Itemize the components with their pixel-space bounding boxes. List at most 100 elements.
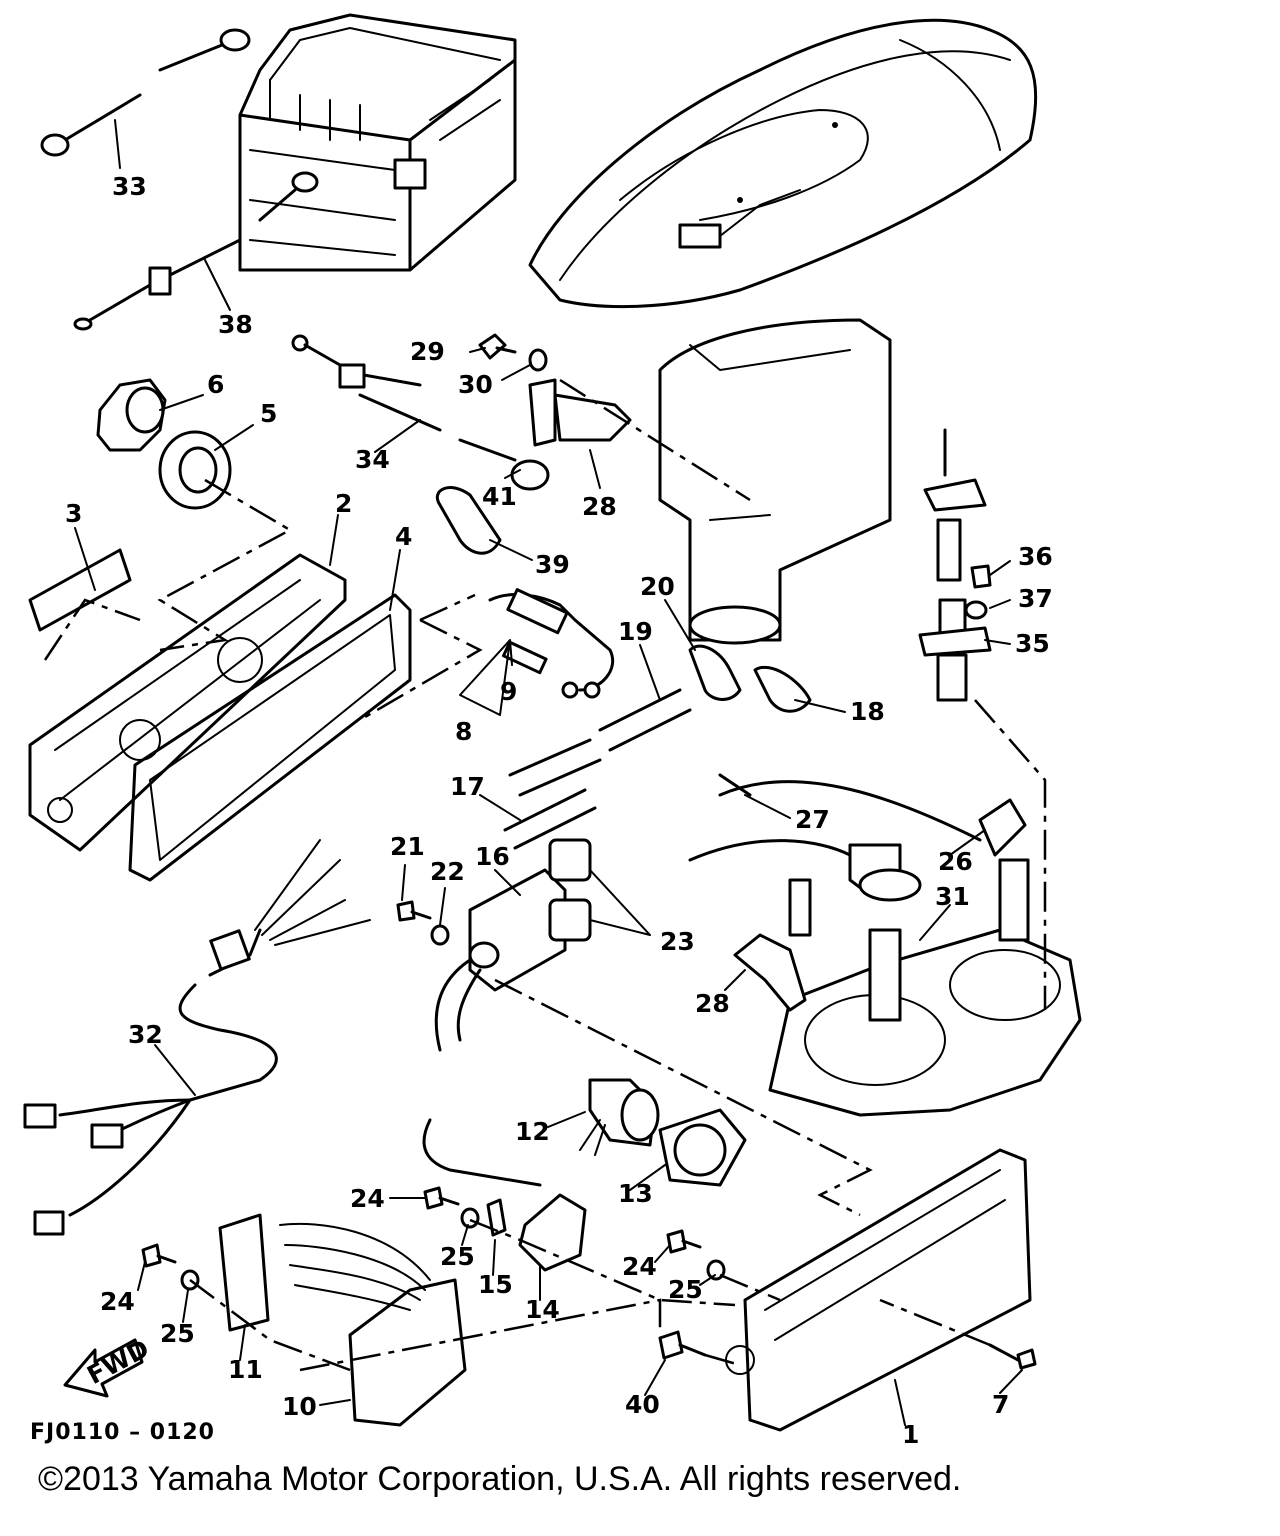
fwd-arrow-icon: FWD — [63, 1334, 154, 1398]
callout-40: 40 — [625, 1390, 660, 1419]
washer-25-mid — [460, 1207, 480, 1229]
callout-2: 2 — [335, 489, 352, 518]
callout-18: 18 — [850, 697, 885, 726]
cylinder-head — [768, 928, 1082, 1117]
clamp-18 — [753, 665, 812, 713]
hose-19 — [598, 688, 692, 752]
callout-41: 41 — [482, 482, 517, 511]
cdi-unit-14 — [422, 1118, 587, 1272]
box-10 — [279, 1222, 467, 1427]
callout-20: 20 — [640, 572, 675, 601]
callout-32: 32 — [128, 1020, 163, 1049]
callout-4: 4 — [395, 522, 412, 551]
callout-37: 37 — [1018, 584, 1053, 613]
bracket-28-top — [528, 378, 632, 447]
callout-38: 38 — [218, 310, 253, 339]
callout-13: 13 — [618, 1179, 653, 1208]
label-plate-3 — [28, 548, 132, 632]
hull-deck — [528, 18, 1038, 309]
battery-cable-33 — [40, 28, 251, 157]
callout-3: 3 — [65, 499, 82, 528]
washer-25-right — [706, 1259, 726, 1281]
callout-11: 11 — [228, 1355, 263, 1384]
callout-39: 39 — [535, 550, 570, 579]
callout-34: 34 — [355, 445, 390, 474]
spark-plug-31 — [868, 858, 1030, 1022]
callout-25-mid: 25 — [440, 1242, 475, 1271]
fuse-holder — [488, 588, 615, 699]
callout-24-right: 24 — [622, 1252, 657, 1281]
sensor-35 — [918, 428, 992, 702]
callout-28-top: 28 — [582, 492, 617, 521]
washer-22 — [430, 924, 450, 946]
callout-24-mid: 24 — [350, 1184, 385, 1213]
callout-6: 6 — [207, 370, 224, 399]
fwd-label: FWD — [82, 1334, 153, 1390]
screw-7 — [988, 1343, 1037, 1370]
callout-8: 8 — [455, 717, 472, 746]
washer-30 — [528, 348, 548, 372]
callout-25-left: 25 — [160, 1319, 195, 1348]
copyright-notice: ©2013 Yamaha Motor Corporation, U.S.A. A… — [38, 1460, 962, 1498]
callout-5: 5 — [260, 399, 277, 428]
callout-16: 16 — [475, 842, 510, 871]
hose-17 — [503, 738, 602, 850]
callout-26: 26 — [938, 847, 973, 876]
callout-24-left: 24 — [100, 1287, 135, 1316]
wire-harness-32 — [23, 839, 371, 1236]
electrical-box-1 — [725, 1148, 1032, 1432]
screw-36 — [970, 564, 992, 589]
plug-lead-27 — [718, 773, 1027, 857]
callout-21: 21 — [390, 832, 425, 861]
leader-lines — [74, 119, 1023, 1426]
callout-35: 35 — [1015, 629, 1050, 658]
callout-labels: 33 38 6 5 3 2 4 29 30 34 41 28 39 36 37 … — [65, 172, 1053, 1449]
bolt-40 — [658, 1330, 707, 1360]
callout-7: 7 — [992, 1390, 1009, 1419]
bolt-24-mid — [423, 1186, 460, 1210]
bracket-28-lower — [733, 878, 812, 1012]
clamp-41 — [510, 459, 550, 491]
plug-cap-26 — [688, 839, 922, 902]
bolt-21 — [396, 900, 432, 922]
bolt-24-right — [666, 1229, 702, 1254]
regulator-11 — [218, 1213, 270, 1332]
battery — [238, 13, 517, 272]
callout-14: 14 — [525, 1295, 560, 1324]
washer-5 — [158, 430, 232, 510]
callout-31: 31 — [935, 882, 970, 911]
callout-30: 30 — [458, 370, 493, 399]
callout-17: 17 — [450, 772, 485, 801]
electrical-box-cover — [28, 553, 347, 852]
callout-25-right: 25 — [668, 1275, 703, 1304]
intake-box — [658, 318, 892, 645]
cushion-23 — [548, 838, 592, 942]
callout-23: 23 — [660, 927, 695, 956]
cable-34 — [291, 334, 517, 462]
bolt-24-left — [141, 1243, 177, 1268]
clamp-20 — [688, 644, 742, 701]
ignition-coil-16 — [434, 868, 567, 1052]
callout-33: 33 — [112, 172, 147, 201]
washer-37 — [964, 600, 988, 620]
callout-29: 29 — [410, 337, 445, 366]
diagram-code: FJ0110 – 0120 — [30, 1420, 215, 1445]
starter-relay-12 — [579, 1078, 660, 1156]
callout-36: 36 — [1018, 542, 1053, 571]
callout-28-lower: 28 — [695, 989, 730, 1018]
plate-15 — [486, 1198, 507, 1237]
cap-6 — [96, 378, 167, 452]
bolt-29 — [478, 333, 517, 360]
callout-1: 1 — [902, 1420, 919, 1449]
gasket-4 — [128, 593, 412, 882]
callout-22: 22 — [430, 857, 465, 886]
callout-12: 12 — [515, 1117, 550, 1146]
callout-15: 15 — [478, 1270, 513, 1299]
callout-10: 10 — [282, 1392, 317, 1421]
callout-27: 27 — [795, 805, 830, 834]
assembly-lines — [43, 378, 1047, 1372]
callout-9: 9 — [500, 677, 517, 706]
battery-cable-38 — [73, 171, 319, 331]
callout-19: 19 — [618, 617, 653, 646]
